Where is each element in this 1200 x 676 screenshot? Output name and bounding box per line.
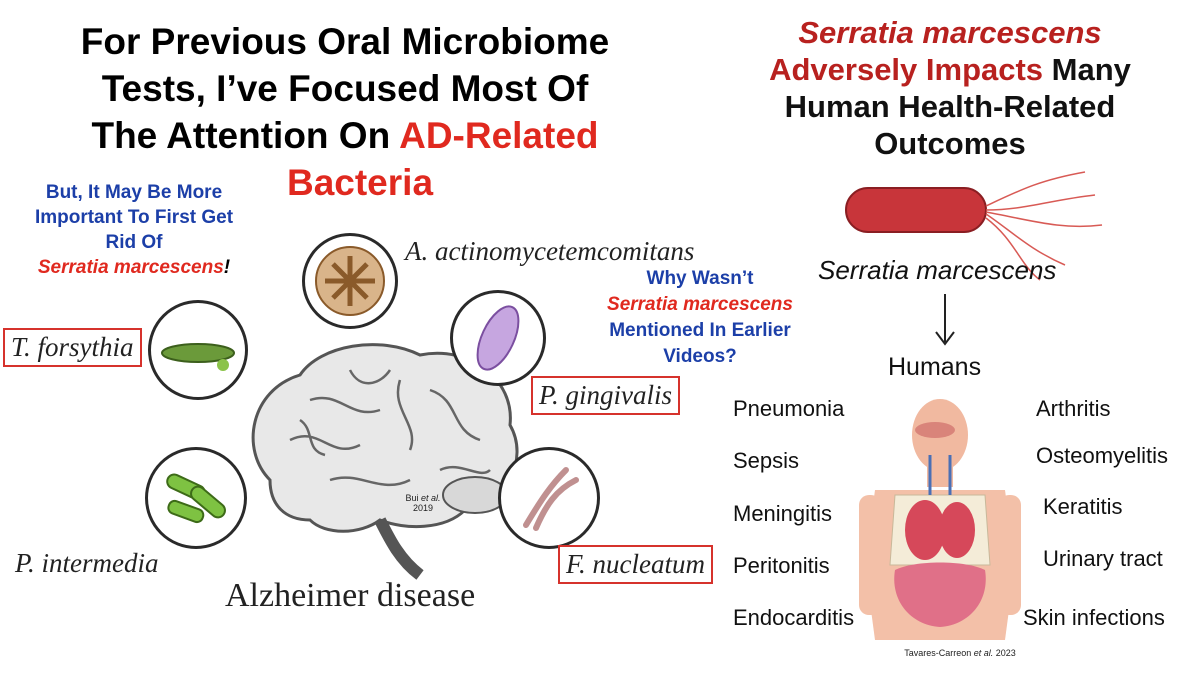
- disease-peritonitis: Peritonitis: [733, 553, 830, 578]
- pg-bacterium-icon: [476, 305, 520, 371]
- left-title-line-4: Bacteria: [286, 162, 434, 203]
- tf-circle: [148, 300, 248, 400]
- arrow-down-icon: [935, 294, 955, 346]
- human-anatomy-illustration: [859, 399, 1021, 640]
- tavares-citation: Tavares-Carreon et al. 2023: [904, 648, 1016, 658]
- bui-citation: Bui et al. 2019: [405, 493, 441, 513]
- fn-bacterium-icon: [523, 467, 579, 531]
- title-highlight: AD-Related: [399, 115, 599, 156]
- left-title-line-3: The Attention On AD-Related: [91, 115, 599, 156]
- fn-circle: [498, 447, 600, 549]
- pg-circle: [450, 290, 546, 386]
- aa-bacterium-icon: [315, 246, 385, 316]
- label-pi: P. intermedia: [15, 548, 159, 578]
- disease-arthritis: Arthritis: [1036, 396, 1111, 421]
- disease-keratitis: Keratitis: [1043, 494, 1123, 519]
- disease-sepsis: Sepsis: [733, 448, 800, 473]
- label-fn: F. nucleatum: [558, 545, 713, 584]
- disease-pneumonia: Pneumonia: [733, 396, 845, 421]
- serratia-bacterium-icon: [845, 171, 1103, 281]
- left-title-line-2: Tests, I’ve Focused Most Of: [101, 68, 589, 109]
- disease-endocarditis: Endocarditis: [733, 605, 855, 630]
- aa-circle: [302, 233, 398, 329]
- label-aa: A. actinomycetemcomitans: [405, 236, 695, 266]
- pi-circle: [145, 447, 247, 549]
- left-title: For Previous Oral Microbiome Tests, I’ve…: [0, 18, 690, 206]
- side-note: But, It May Be More Important To First G…: [34, 182, 234, 278]
- species-label: Serratia marcescens: [818, 255, 1057, 285]
- left-title-line-1: For Previous Oral Microbiome: [80, 21, 610, 62]
- disease-meningitis: Meningitis: [733, 501, 833, 526]
- pi-bacterium-icon: [166, 473, 226, 524]
- right-title: Serratia marcescens Adversely Impacts Ma…: [769, 15, 1131, 161]
- humans-label: Humans: [888, 353, 982, 381]
- figure-caption: Alzheimer disease: [225, 577, 476, 614]
- brain-illustration: [251, 343, 519, 580]
- disease-osteomyelitis: Osteomyelitis: [1036, 443, 1169, 468]
- label-tf: T. forsythia: [3, 328, 142, 367]
- why-note: Why Wasn’t Serratia marcescens Mentioned…: [607, 268, 793, 367]
- label-pg: P. gingivalis: [531, 376, 681, 415]
- tf-bacterium-icon: [161, 343, 235, 371]
- disease-skin-infections: Skin infections: [1023, 605, 1165, 630]
- disease-urinary-tract: Urinary tract: [1043, 546, 1163, 571]
